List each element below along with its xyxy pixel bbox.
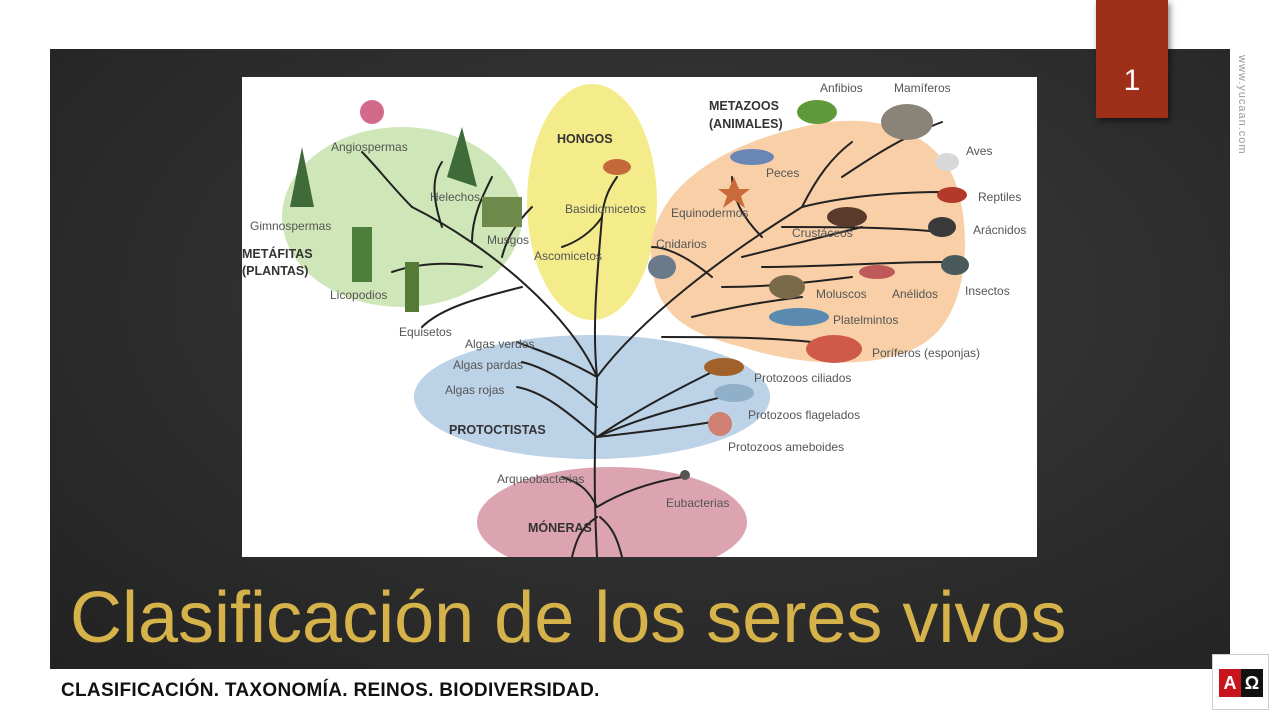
ciliate-icon [704,358,744,376]
label-algas-rojas: Algas rojas [445,383,504,397]
label-anelidos: Anélidos [892,287,938,301]
lycopod-icon [352,227,372,282]
slide-title: Clasificación de los seres vivos [70,578,1067,658]
group-animales-2: (ANIMALES) [709,117,783,131]
fern-icon [447,127,477,187]
label-poriferos: Poríferos (esponjas) [872,346,980,360]
label-anfibios: Anfibios [820,81,863,95]
label-arqueobacterias: Arqueobacterias [497,472,584,486]
bacteria-icon [680,470,690,480]
elephant-icon [881,104,933,140]
label-cnidarios: Cnidarios [656,237,707,251]
side-url-text: www.yucaan.com [1236,55,1248,155]
spider-icon [928,217,956,237]
conifer-icon [290,147,314,207]
flower-icon [360,100,384,124]
group-hongos: HONGOS [557,132,613,146]
label-helechos: Helechos [430,190,480,204]
starfish-icon [718,177,750,208]
bird-icon [935,153,959,171]
label-equinodermos: Equinodermos [671,206,748,220]
label-algas-pardas: Algas pardas [453,358,523,372]
label-aracnidos: Arácnidos [973,223,1026,237]
lobster-icon [827,207,867,227]
worm-icon [859,265,895,279]
publisher-logo: A Ω [1212,654,1269,710]
group-plantas-2: (PLANTAS) [242,264,308,278]
label-algas-verdes: Algas verdes [465,337,534,351]
label-protozoos-ciliados: Protozoos ciliados [754,371,851,385]
label-crustaceos: Crustáceos [792,226,853,240]
sponge-icon [806,335,862,363]
label-musgos: Musgos [487,233,529,247]
mushroom-icon [603,159,631,175]
group-protoctistas: PROTOCTISTAS [449,423,546,437]
insect-icon [941,255,969,275]
label-ascomicetos: Ascomicetos [534,249,602,263]
label-protozoos-flagelados: Protozoos flagelados [748,408,860,422]
slide-number-tab: 1 [1096,0,1168,118]
anemone-icon [648,255,676,279]
horsetail-icon [405,262,419,312]
label-licopodios: Licopodios [330,288,387,302]
tree-branches [361,121,943,557]
label-angiospermas: Angiospermas [331,140,408,154]
moss-icon [482,197,522,227]
label-aves: Aves [966,144,992,158]
label-platelmintos: Platelmintos [833,313,898,327]
flagellate-icon [714,384,754,402]
label-gimnospermas: Gimnospermas [250,219,331,233]
logo-letter-omega: Ω [1241,669,1263,697]
label-protozoos-ameboides: Protozoos ameboides [728,440,844,454]
fish-icon [730,149,774,165]
label-equisetos: Equisetos [399,325,452,339]
flatworm-icon [769,308,829,326]
animales-region [651,120,965,363]
label-reptiles: Reptiles [978,190,1021,204]
label-eubacterias: Eubacterias [666,496,729,510]
label-mamiferos: Mamíferos [894,81,951,95]
organism-icons [290,100,969,480]
amoeba-icon [708,412,732,436]
snake-icon [937,187,967,203]
tree-svg: METÁFITAS (PLANTAS) HONGOS METAZOOS (ANI… [242,81,1026,557]
slide-subtitle: CLASIFICACIÓN. TAXONOMÍA. REINOS. BIODIV… [61,680,600,701]
label-insectos: Insectos [965,284,1010,298]
hongos-region [527,84,657,320]
snail-icon [769,275,805,299]
protoctistas-region [414,335,770,459]
group-moneras: MÓNERAS [528,520,592,535]
logo-letter-a: A [1219,669,1241,697]
group-plantas-1: METÁFITAS [242,246,313,261]
slide-number: 1 [1123,64,1141,97]
label-moluscos: Moluscos [816,287,867,301]
group-animales-1: METAZOOS [709,99,779,113]
frog-icon [797,100,837,124]
label-peces: Peces [766,166,799,180]
tree-of-life-diagram: METÁFITAS (PLANTAS) HONGOS METAZOOS (ANI… [242,77,1037,557]
label-basidiomicetos: Basidiomicetos [565,202,646,216]
moneras-region [477,467,747,557]
side-url: www.yucaan.com [1236,55,1250,185]
